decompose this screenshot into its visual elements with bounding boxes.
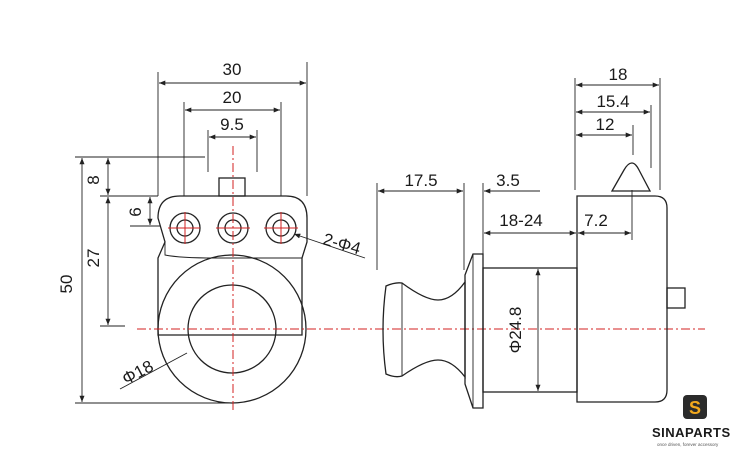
logo-tagline: once driven, forever accessory [657, 442, 719, 447]
dim-label-8: 8 [84, 175, 103, 184]
dim-label-30: 30 [223, 60, 242, 79]
latch-tip [610, 162, 652, 192]
logo-brand-name: SINAPARTS [652, 425, 731, 440]
dim-label-20: 20 [223, 88, 242, 107]
logo-s-icon: S [689, 398, 701, 418]
dim-label-12: 12 [596, 115, 615, 134]
dim-label-diameter-24-8: Φ24.8 [506, 307, 525, 354]
threaded-body [482, 267, 578, 393]
side-view [382, 162, 686, 409]
dim-label-6: 6 [126, 207, 145, 216]
front-view-dimensions: 30 20 9.5 8 6 27 50 2-Φ4 Φ18 [57, 60, 366, 404]
dim-label-17-5: 17.5 [404, 171, 437, 190]
round-body-outer [157, 254, 307, 404]
mounting-block-outline [157, 195, 308, 336]
knob-profile [382, 279, 466, 379]
dim-label-15-4: 15.4 [596, 92, 629, 111]
leader-2-phi-4 [293, 233, 366, 259]
dim-label-27: 27 [84, 249, 103, 268]
mounting-block-inner-line [164, 242, 302, 259]
brand-logo: S SINAPARTS once driven, forever accesso… [652, 395, 731, 447]
dim-label-18: 18 [609, 65, 628, 84]
logo-badge [683, 395, 707, 419]
side-view-dimensions: 17.5 3.5 18-24 7.2 Φ24.8 18 15.4 12 [376, 65, 661, 391]
dim-label-diameter-18: Φ18 [119, 357, 157, 389]
dim-label-3-5: 3.5 [496, 171, 520, 190]
flange [464, 253, 484, 409]
dim-label-18-24: 18-24 [499, 211, 542, 230]
dim-label-hole-spec: 2-Φ4 [321, 230, 363, 259]
side-pin [666, 287, 686, 309]
dim-label-7-2: 7.2 [584, 211, 608, 230]
dim-label-9-5: 9.5 [220, 115, 244, 134]
leader-phi-18 [119, 352, 188, 390]
top-pin [218, 177, 246, 197]
housing [576, 195, 668, 403]
dim-label-50: 50 [57, 275, 76, 294]
